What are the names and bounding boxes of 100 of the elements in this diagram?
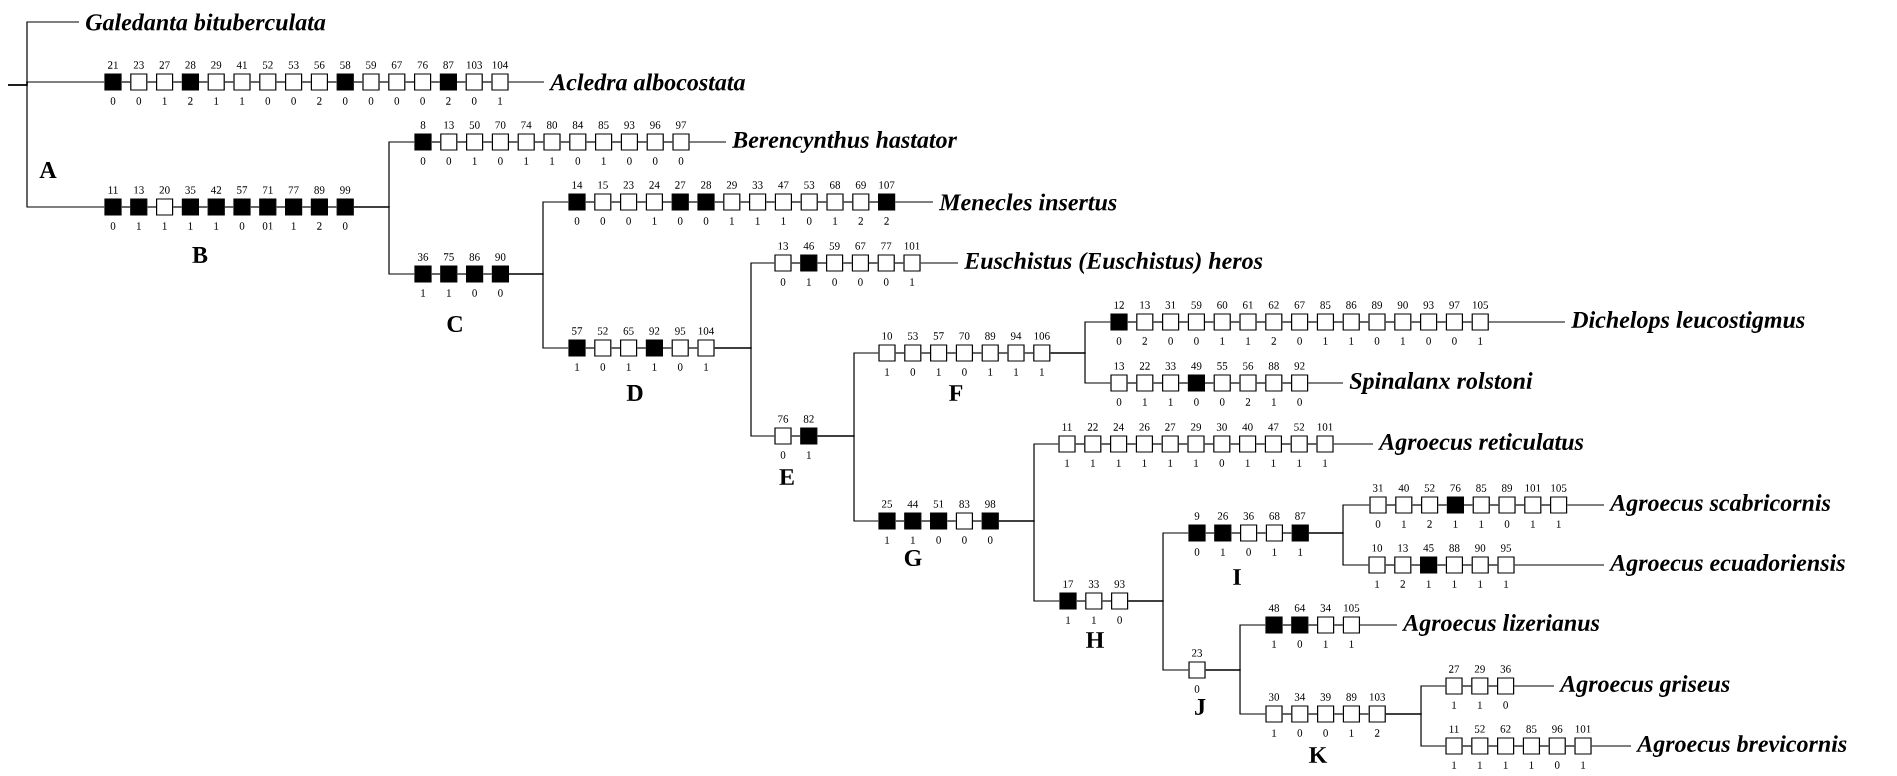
character-number: 104 bbox=[698, 327, 715, 335]
character-number: 77 bbox=[881, 242, 892, 250]
character-state: 0 bbox=[1246, 548, 1251, 556]
character-state: 0 bbox=[110, 222, 116, 230]
character-number: 33 bbox=[1165, 362, 1176, 370]
character-state: 1 bbox=[1375, 580, 1380, 588]
character-number: 88 bbox=[1268, 362, 1279, 370]
character-number: 27 bbox=[675, 181, 686, 189]
character-number: 83 bbox=[959, 500, 970, 508]
character-number: 71 bbox=[263, 186, 273, 194]
character-state: 1 bbox=[1401, 337, 1405, 345]
character-number: 40 bbox=[1398, 484, 1409, 492]
clade-letter: I bbox=[1233, 569, 1241, 585]
character-number: 97 bbox=[675, 121, 687, 129]
character-number: 70 bbox=[495, 121, 506, 129]
character-number: 9 bbox=[1194, 512, 1200, 520]
character-number: 89 bbox=[314, 186, 325, 194]
branch-line bbox=[1591, 745, 1632, 747]
character-state: 1 bbox=[1040, 368, 1044, 376]
character-state: 0 bbox=[1194, 548, 1200, 556]
character-state: 0 bbox=[498, 289, 503, 297]
character-number: 10 bbox=[882, 332, 893, 340]
character-number: 85 bbox=[1476, 484, 1487, 492]
character-state: 1 bbox=[240, 97, 245, 105]
character-state: 1 bbox=[1168, 459, 1173, 467]
character-state: 1 bbox=[1349, 729, 1354, 737]
character-state: 0 bbox=[342, 222, 348, 230]
character-state: 0 bbox=[1219, 398, 1225, 406]
character-number: 13 bbox=[444, 121, 454, 129]
character-number: 87 bbox=[1295, 512, 1306, 520]
character-state: 0 bbox=[498, 157, 503, 165]
clade-letter: B bbox=[192, 247, 208, 263]
character-state: 0 bbox=[832, 278, 837, 286]
character-state: 0 bbox=[110, 97, 116, 105]
clade-letter: C bbox=[447, 315, 462, 333]
character-state: 1 bbox=[1272, 729, 1277, 737]
character-number: 24 bbox=[649, 181, 660, 189]
character-number: 68 bbox=[1269, 512, 1280, 520]
character-number: 101 bbox=[1317, 423, 1333, 431]
character-state: 1 bbox=[1323, 459, 1328, 467]
character-number: 61 bbox=[1243, 301, 1253, 309]
character-number: 49 bbox=[1191, 362, 1202, 370]
character-state: 2 bbox=[446, 97, 451, 105]
character-state: 2 bbox=[1427, 520, 1432, 528]
character-number: 27 bbox=[159, 61, 170, 69]
character-state: 1 bbox=[1091, 459, 1095, 467]
character-number: 59 bbox=[1191, 301, 1202, 309]
character-number: 8 bbox=[420, 121, 426, 129]
character-number: 22 bbox=[1139, 362, 1150, 370]
character-number: 70 bbox=[959, 332, 970, 340]
character-number: 101 bbox=[1525, 484, 1541, 492]
character-state: 1 bbox=[1272, 548, 1277, 556]
character-state: 0 bbox=[1297, 729, 1303, 737]
character-state: 0 bbox=[780, 278, 786, 286]
taxon-name: Galedanta bituberculata bbox=[86, 13, 326, 31]
character-number: 29 bbox=[1474, 665, 1485, 673]
character-state: 1 bbox=[1065, 459, 1070, 467]
taxon-name: Agroecus scabricornis bbox=[1609, 494, 1831, 516]
character-state: 1 bbox=[137, 222, 141, 230]
character-state: 1 bbox=[498, 97, 503, 105]
branch-line bbox=[1488, 321, 1566, 323]
branch-line bbox=[816, 435, 879, 522]
character-state: 1 bbox=[1194, 459, 1199, 467]
character-state: 0 bbox=[883, 278, 889, 286]
taxon-name: Agroecus reticulatus bbox=[1378, 433, 1584, 455]
character-number: 105 bbox=[1551, 484, 1567, 492]
character-state: 0 bbox=[677, 217, 683, 225]
character-state: 1 bbox=[1531, 520, 1535, 528]
character-number: 58 bbox=[340, 61, 351, 69]
character-state: 0 bbox=[678, 157, 684, 165]
character-state: 0 bbox=[1503, 701, 1508, 709]
character-state: 0 bbox=[291, 97, 296, 105]
branch-line bbox=[1385, 713, 1446, 747]
character-state: 0 bbox=[1554, 761, 1560, 769]
character-number: 53 bbox=[288, 61, 299, 69]
character-state: 1 bbox=[1426, 580, 1431, 588]
character-state: 0 bbox=[936, 536, 941, 544]
character-number: 95 bbox=[675, 327, 686, 335]
character-state: 0 bbox=[420, 97, 425, 105]
character-state: 0 bbox=[1374, 337, 1380, 345]
character-number: 105 bbox=[1344, 604, 1360, 612]
character-number: 98 bbox=[985, 500, 996, 508]
character-state: 1 bbox=[1452, 701, 1457, 709]
character-state: 1 bbox=[447, 289, 451, 297]
character-number: 20 bbox=[159, 186, 170, 194]
character-number: 30 bbox=[1216, 423, 1227, 431]
character-number: 40 bbox=[1242, 423, 1253, 431]
character-state: 1 bbox=[1349, 640, 1354, 648]
character-number: 44 bbox=[907, 500, 919, 508]
character-state: 1 bbox=[1323, 640, 1328, 648]
branch-line bbox=[1514, 564, 1605, 566]
character-number: 13 bbox=[1114, 362, 1125, 370]
character-number: 11 bbox=[108, 186, 118, 194]
character-state: 1 bbox=[1452, 761, 1457, 769]
character-number: 45 bbox=[1423, 544, 1434, 552]
character-number: 59 bbox=[829, 242, 840, 250]
character-state: 0 bbox=[1297, 640, 1303, 648]
character-number: 103 bbox=[1369, 693, 1386, 701]
character-state: 1 bbox=[1272, 640, 1277, 648]
character-number: 60 bbox=[1217, 301, 1228, 309]
